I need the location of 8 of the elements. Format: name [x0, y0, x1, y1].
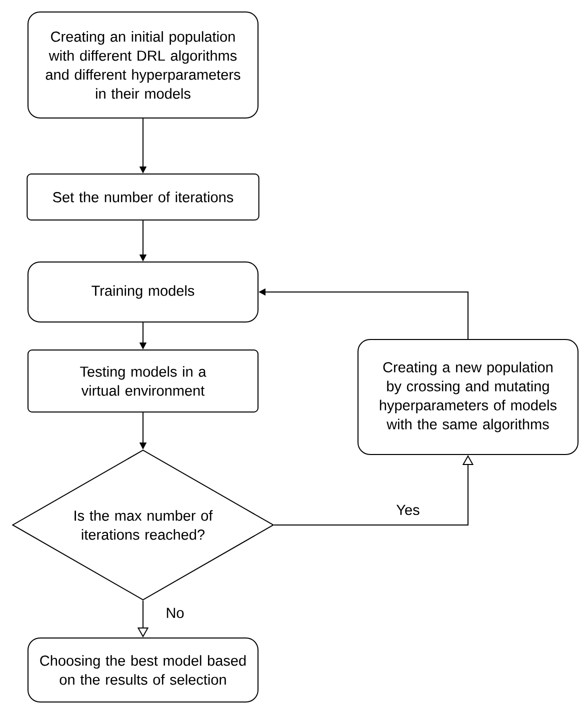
process-box: Training models: [28, 262, 258, 322]
process-box: Set the number of iterations: [26, 174, 260, 220]
process-box: Testing models in a virtual environment: [28, 350, 258, 412]
edge-label: No: [164, 606, 186, 620]
edge-label: Yes: [395, 504, 421, 516]
process-box: Creating a new population by crossing and mutating hyperparameters of models with the same algorithms: [358, 339, 578, 455]
process-box: Creating an initial population with different DRL algorithms and different hyperparameters in their models: [28, 12, 258, 118]
process-box: Choosing the best model based on the results of selection: [28, 638, 258, 702]
